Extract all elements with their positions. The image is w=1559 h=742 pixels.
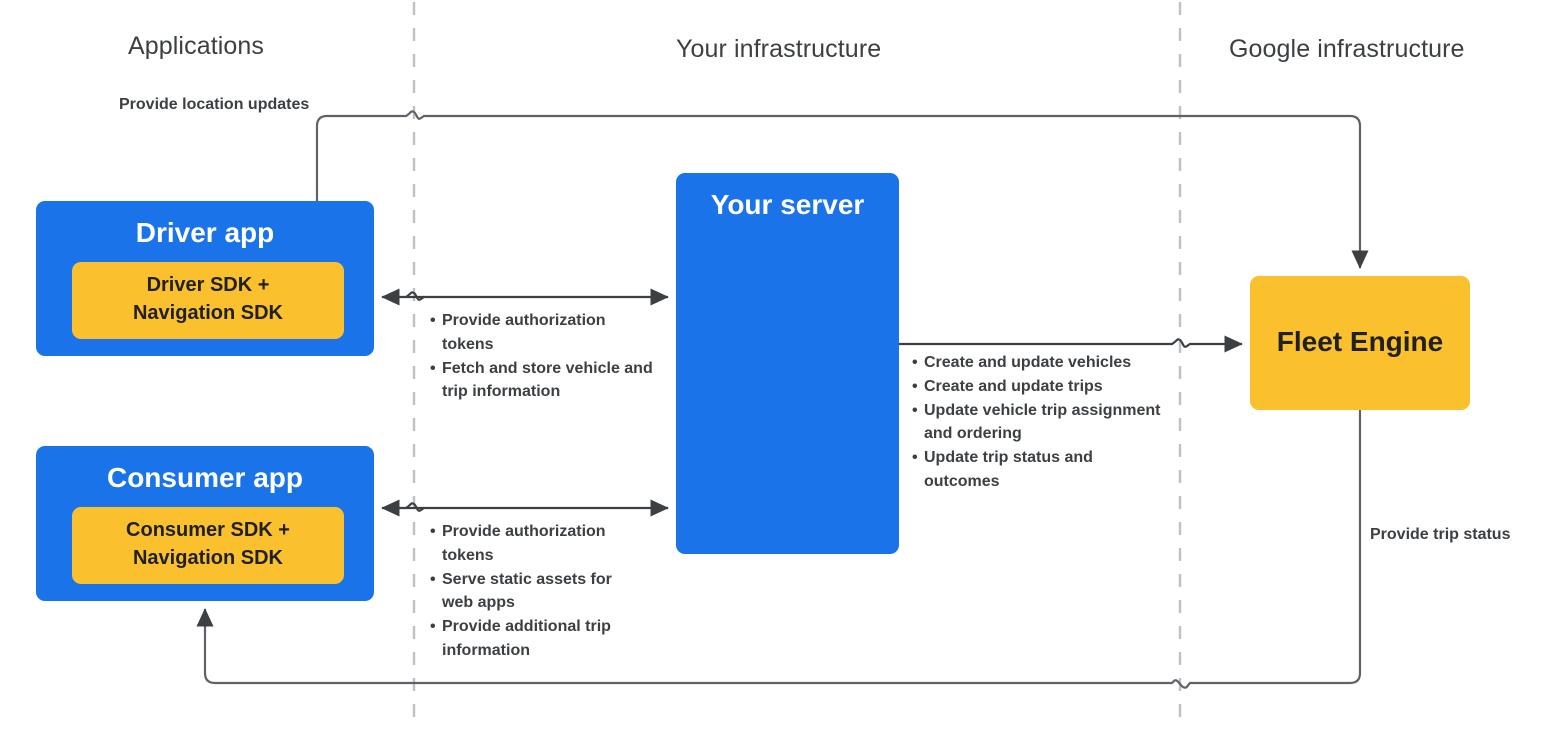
list-item: Update trip status and outcomes bbox=[912, 446, 1162, 494]
list-item: Provide authorization tokens bbox=[430, 520, 645, 568]
list-item: Create and update vehicles bbox=[912, 351, 1162, 375]
list-item: Serve static assets for web apps bbox=[430, 568, 645, 616]
list-item: Provide additional trip information bbox=[430, 615, 645, 663]
node-consumer-sdk[interactable]: Consumer SDK + Navigation SDK bbox=[72, 507, 344, 584]
list-item: Provide authorization tokens bbox=[430, 309, 655, 357]
driver-sdk-line-2: Navigation SDK bbox=[132, 301, 284, 324]
your-server-label: Your server bbox=[710, 189, 865, 220]
list-item: Create and update trips bbox=[912, 375, 1162, 399]
node-driver-app[interactable]: Driver app Driver SDK + Navigation SDK bbox=[36, 201, 374, 356]
wire-consumer-app-to-server-right bbox=[405, 499, 669, 517]
zone-title-applications: Applications bbox=[128, 32, 265, 60]
list-item: Fetch and store vehicle and trip informa… bbox=[430, 357, 655, 405]
consumer-sdk-label: Consumer SDK + Navigation SDK bbox=[72, 517, 344, 572]
edge-label-provide-trip-status: Provide trip status bbox=[1370, 526, 1511, 543]
edge-list-consumer-app-server: Provide authorization tokens Serve stati… bbox=[430, 520, 645, 663]
wire-fleet-engine-to-consumer bbox=[196, 410, 1362, 689]
node-consumer-app[interactable]: Consumer app Consumer SDK + Navigation S… bbox=[36, 446, 374, 601]
fleet-engine-label: Fleet Engine bbox=[1276, 326, 1444, 357]
edge-label-provide-location-updates: Provide location updates bbox=[119, 96, 310, 113]
driver-sdk-label: Driver SDK + Navigation SDK bbox=[72, 272, 344, 327]
wire-driver-app-to-server-right bbox=[405, 288, 669, 306]
list-item: Update vehicle trip assignment and order… bbox=[912, 399, 1162, 447]
consumer-app-label: Consumer app bbox=[106, 462, 304, 493]
edge-list-server-fleet-engine: Create and update vehicles Create and up… bbox=[912, 351, 1162, 494]
consumer-sdk-line-1: Consumer SDK + bbox=[126, 519, 290, 541]
zone-title-your-infrastructure: Your infrastructure bbox=[676, 35, 882, 63]
zone-title-google-infrastructure: Google infrastructure bbox=[1229, 35, 1465, 63]
driver-app-label: Driver app bbox=[135, 217, 275, 248]
wire-driver-to-fleet-engine bbox=[315, 110, 1369, 269]
node-fleet-engine[interactable]: Fleet Engine bbox=[1250, 276, 1470, 410]
wire-server-to-fleet-engine bbox=[899, 335, 1243, 353]
consumer-sdk-line-2: Navigation SDK bbox=[132, 546, 284, 569]
node-driver-sdk[interactable]: Driver SDK + Navigation SDK bbox=[72, 262, 344, 339]
driver-sdk-line-1: Driver SDK + bbox=[146, 274, 270, 296]
node-your-server[interactable]: Your server bbox=[676, 173, 899, 554]
edge-list-driver-app-server: Provide authorization tokens Fetch and s… bbox=[430, 309, 655, 404]
